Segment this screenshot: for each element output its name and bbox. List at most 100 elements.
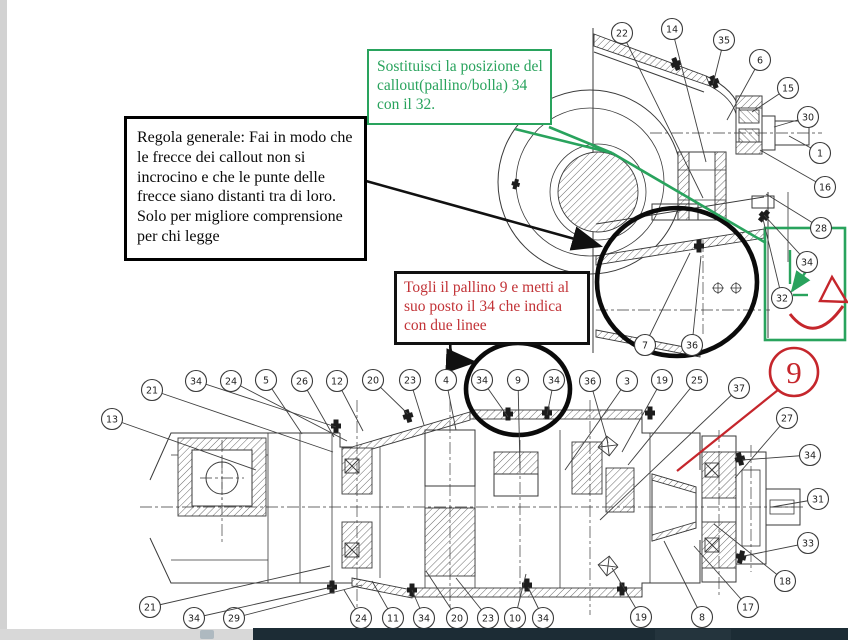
upper-section-view	[497, 28, 822, 358]
callout-balloon-18: 18	[713, 523, 797, 593]
callout-balloon-34: 34	[470, 368, 509, 418]
callout-balloon-35: 35	[712, 28, 736, 85]
callout-balloon-34: 34	[542, 368, 566, 416]
callout-balloon-34: 34	[741, 443, 822, 467]
callout-balloon-29: 29	[222, 584, 363, 630]
svg-text:13: 13	[106, 415, 118, 426]
taskbar-dark-segment[interactable]	[253, 628, 848, 640]
svg-text:28: 28	[815, 224, 827, 235]
callout-balloon-12: 12	[325, 369, 364, 432]
callout-balloon-37: 37	[599, 376, 751, 521]
callout-balloon-23: 23	[455, 577, 500, 630]
red-highlight-9: 9	[676, 346, 820, 472]
callout-balloon-21: 21	[138, 565, 331, 619]
svg-text:34: 34	[418, 614, 430, 625]
callout-balloon-32: 32	[762, 218, 794, 310]
highlight-ellipse-upper	[594, 205, 760, 359]
svg-text:21: 21	[144, 603, 156, 614]
svg-text:34: 34	[537, 614, 549, 625]
callout-balloon-26: 26	[290, 369, 335, 438]
callout-balloon-4: 4	[434, 368, 458, 431]
svg-text:20: 20	[451, 614, 463, 625]
svg-text:27: 27	[781, 414, 793, 425]
svg-text:4: 4	[443, 376, 449, 387]
callout-balloon-3: 3	[564, 369, 639, 471]
svg-text:14: 14	[666, 25, 678, 36]
svg-text:34: 34	[188, 614, 200, 625]
svg-text:5: 5	[263, 376, 269, 387]
svg-text:36: 36	[584, 377, 596, 388]
svg-text:1: 1	[817, 149, 823, 160]
svg-text:3: 3	[624, 377, 630, 388]
red-leader-line	[676, 389, 779, 472]
svg-text:32: 32	[776, 294, 788, 305]
svg-text:31: 31	[812, 495, 824, 506]
callout-balloon-30: 30	[773, 105, 820, 129]
green-leader-line	[514, 125, 767, 245]
callout-balloon-23: 23	[398, 368, 425, 426]
green-highlight-box	[763, 226, 847, 342]
callout-balloon-6: 6	[726, 48, 772, 121]
svg-text:33: 33	[802, 539, 814, 550]
svg-text:21: 21	[146, 386, 158, 397]
callout-balloon-10: 10	[503, 573, 527, 630]
lower-section-view	[140, 400, 806, 615]
note-red-text: Togli il pallino 9 e metti al suo posto …	[404, 279, 570, 335]
callout-balloon-24: 24	[343, 589, 373, 630]
callout-balloon-17: 17	[693, 545, 760, 619]
svg-text:19: 19	[635, 613, 647, 624]
taskbar-light-segment[interactable]	[0, 629, 253, 640]
note-red-remove-callout: Togli il pallino 9 e metti al suo posto …	[394, 271, 590, 345]
svg-text:22: 22	[616, 29, 628, 40]
rotation-arrow	[788, 274, 848, 330]
svg-text:24: 24	[225, 377, 237, 388]
callout-balloon-20: 20	[425, 570, 469, 630]
taskbar-window-preview[interactable]	[655, 629, 731, 640]
note-green-substitute: Sostituisci la posizione del callout(pal…	[367, 49, 552, 125]
left-edge-strip	[0, 0, 7, 629]
svg-text:34: 34	[801, 258, 813, 269]
callout-balloon-34: 34	[184, 369, 337, 428]
red-highlight-label: 9	[786, 355, 802, 390]
callout-balloon-16: 16	[759, 149, 837, 199]
callout-balloon-1: 1	[788, 135, 832, 165]
callout-balloon-28: 28	[765, 193, 833, 240]
callout-balloon-33: 33	[743, 531, 820, 557]
svg-text:18: 18	[779, 577, 791, 588]
rule-arrow	[365, 179, 604, 251]
svg-text:34: 34	[548, 376, 560, 387]
note-general-rule: Regola generale: Fai in modo che le frec…	[124, 116, 367, 261]
svg-text:10: 10	[509, 614, 521, 625]
callout-balloon-9: 9	[506, 368, 530, 469]
callout-balloon-34: 34	[182, 586, 333, 630]
taskbar-app-icon[interactable]	[200, 630, 214, 639]
callout-balloon-25: 25	[627, 368, 709, 466]
callout-balloon-20: 20	[361, 368, 409, 415]
callout-balloon-27: 27	[734, 406, 799, 479]
svg-text:17: 17	[742, 603, 754, 614]
callout-balloon-34: 34	[527, 586, 555, 630]
callout-balloon-24: 24	[219, 369, 348, 442]
svg-text:15: 15	[782, 84, 794, 95]
callout-balloon-13: 13	[100, 407, 257, 471]
svg-text:26: 26	[296, 377, 308, 388]
svg-text:34: 34	[476, 376, 488, 387]
callout-balloon-34: 34	[763, 214, 819, 274]
svg-text:23: 23	[404, 376, 416, 387]
svg-text:19: 19	[656, 376, 668, 387]
svg-text:11: 11	[387, 614, 399, 625]
callout-balloon-8: 8	[663, 540, 714, 629]
note-rule-text: Regola generale: Fai in modo che le frec…	[137, 129, 353, 246]
svg-text:37: 37	[733, 384, 745, 395]
callout-balloon-36: 36	[578, 369, 609, 444]
svg-text:9: 9	[515, 376, 521, 387]
svg-text:34: 34	[190, 377, 202, 388]
callout-balloon-21: 21	[140, 378, 334, 453]
target-mark	[712, 282, 742, 294]
svg-text:8: 8	[699, 613, 705, 624]
svg-text:16: 16	[819, 183, 831, 194]
